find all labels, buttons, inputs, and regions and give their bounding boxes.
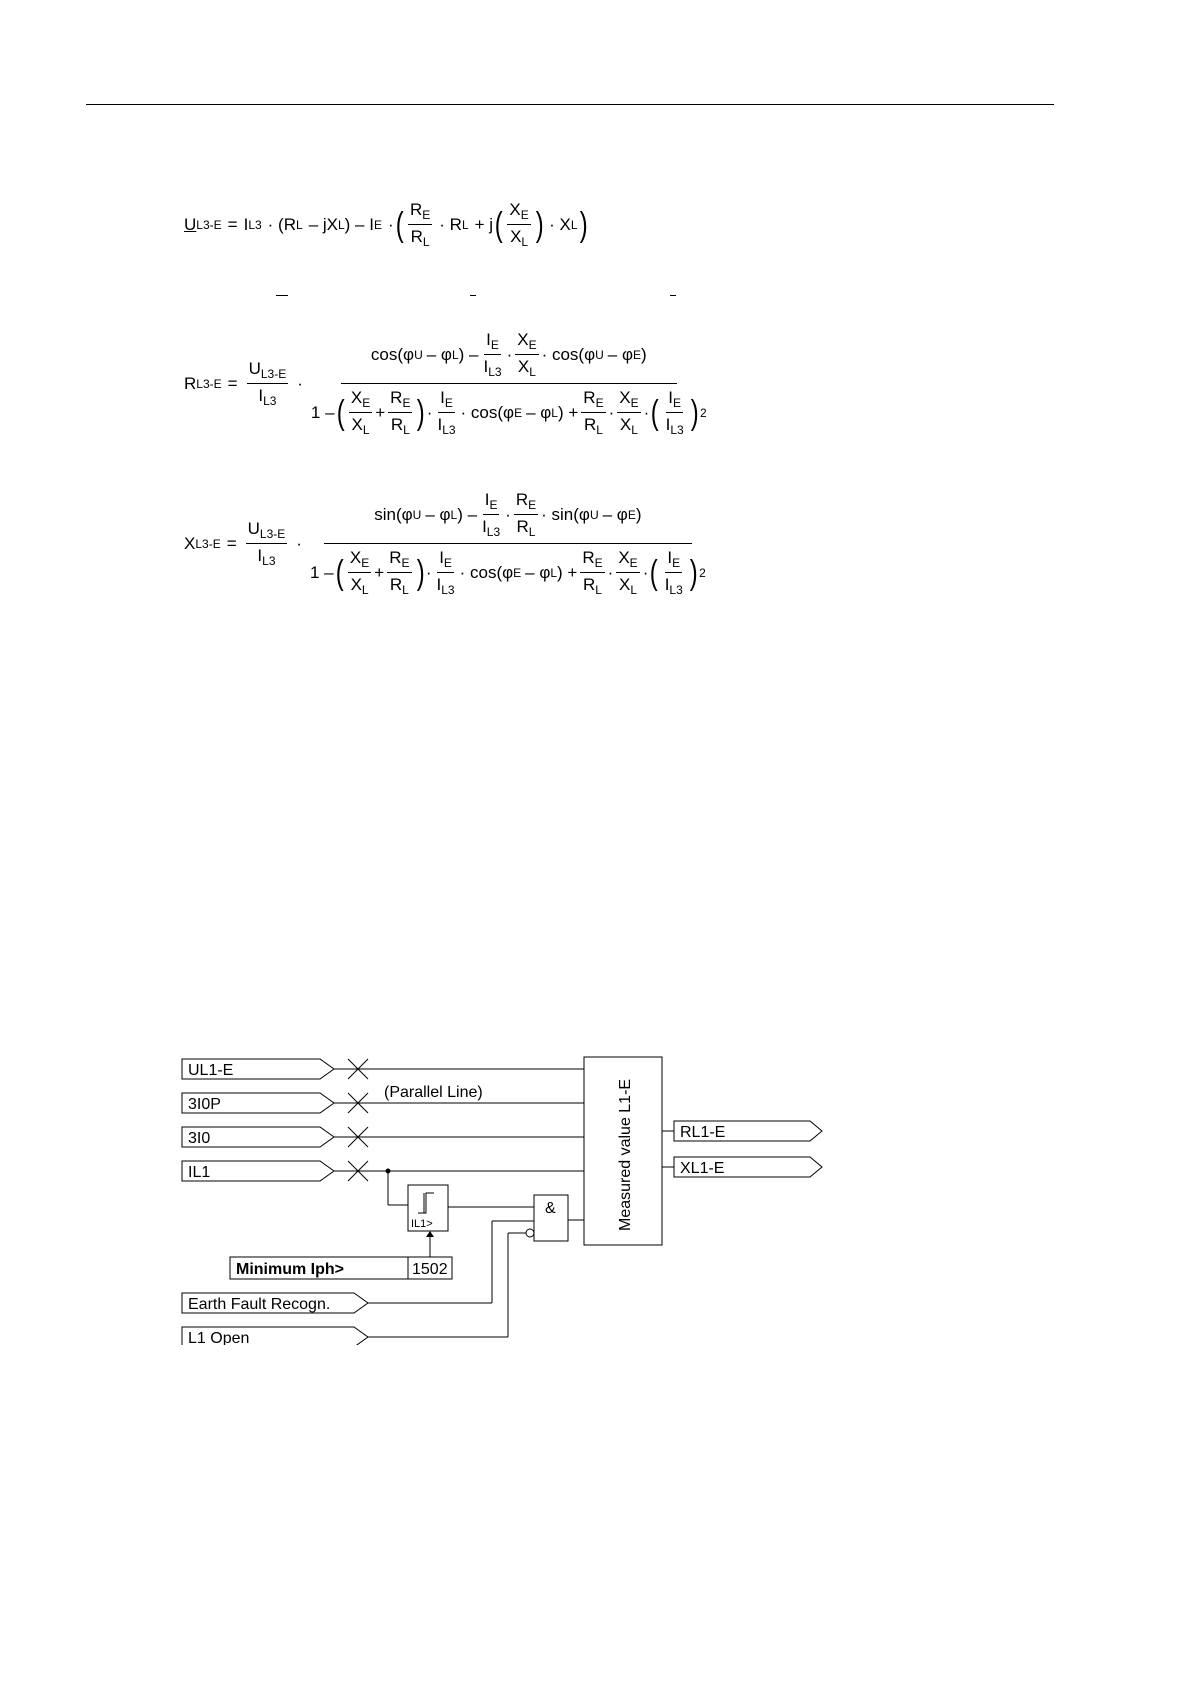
input-arrow-ul1e [181, 1058, 335, 1080]
and-label: & [545, 1200, 556, 1217]
vector-bar [670, 295, 676, 296]
vector-bar [276, 295, 288, 296]
measured-value-block [583, 1056, 663, 1246]
input-label: Earth Fault Recogn. [188, 1296, 330, 1313]
param-box [229, 1256, 453, 1280]
output-label: XL1-E [680, 1160, 724, 1177]
input-label: 3I0P [188, 1096, 221, 1113]
arrow-head-icon [426, 1231, 434, 1237]
param-address: 1502 [412, 1261, 448, 1278]
input-arrow-3i0 [181, 1126, 335, 1148]
hysteresis-icon [418, 1192, 434, 1214]
input-arrow-3i0p [181, 1092, 335, 1114]
threshold-block [407, 1184, 449, 1232]
input-arrow-earth-fault [181, 1292, 369, 1314]
input-label: IL1 [188, 1164, 210, 1181]
input-arrow-il1 [181, 1160, 335, 1182]
logic-diagram: UL1-E 3I0P 3I0 IL1 (Parallel Line) Measu… [181, 1056, 823, 1345]
input-label: 3I0 [188, 1130, 210, 1147]
input-label: L1 Open [188, 1330, 249, 1345]
threshold-label: IL1> [411, 1218, 433, 1230]
measured-value-label: Measured value L1-E [617, 1079, 634, 1231]
negation-circle [525, 1228, 535, 1238]
parallel-line-label: (Parallel Line) [384, 1084, 483, 1101]
output-arrow-xl1e [673, 1156, 823, 1178]
output-arrow-rl1e [673, 1120, 823, 1142]
output-label: RL1-E [680, 1124, 725, 1141]
input-arrow-l1-open [181, 1326, 369, 1345]
and-gate [533, 1194, 569, 1242]
header-rule [86, 104, 1054, 105]
input-label: UL1-E [188, 1062, 233, 1079]
junction-dot [385, 1168, 391, 1174]
cross-icon [347, 1058, 369, 1182]
vector-bar [470, 295, 476, 296]
param-name: Minimum Iph> [236, 1261, 344, 1278]
